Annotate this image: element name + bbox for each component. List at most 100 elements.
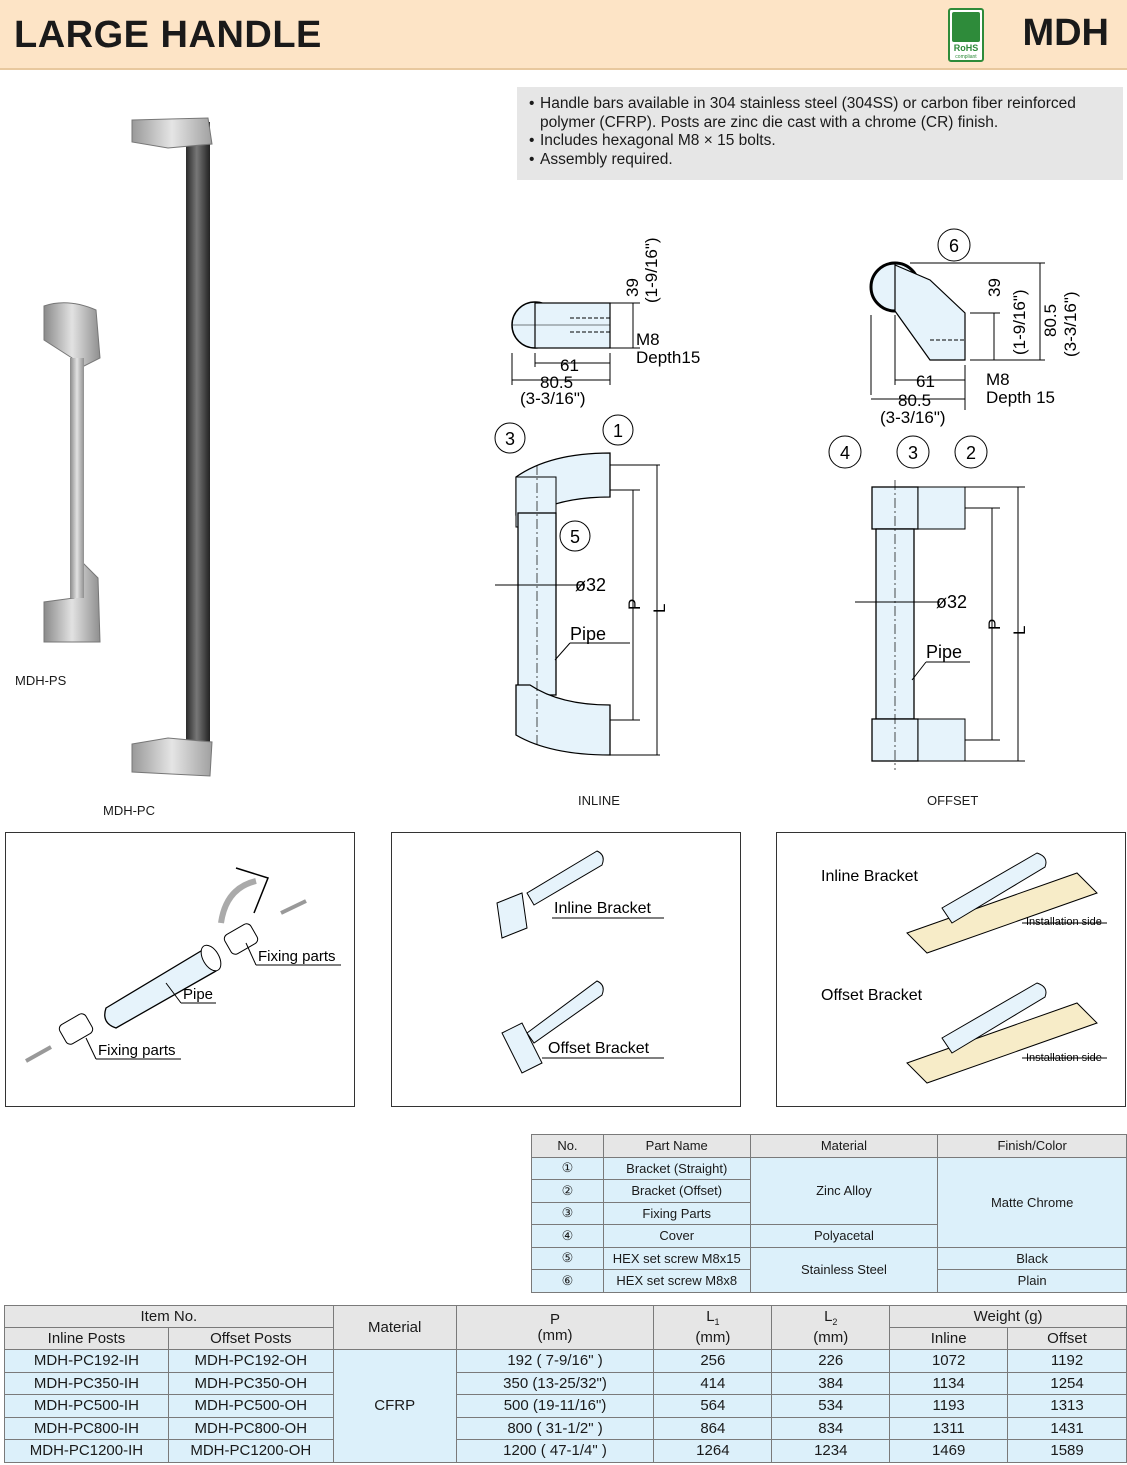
product-photo-mdh-pc <box>131 117 213 777</box>
svg-text:4: 4 <box>840 443 850 463</box>
feature-item: Assembly required. <box>529 151 1113 170</box>
callout-5: 5 <box>559 520 591 552</box>
dim-80-5: 80.5 <box>540 373 573 392</box>
dim-l1: L <box>650 604 669 613</box>
assembly-illustration: Fixing parts Pipe Fixing parts <box>25 867 341 1063</box>
inline-drawing: 61 80.5 (3-3/16") 39 (1-9/16") M8 Depth1… <box>494 237 700 756</box>
product-code: MDH <box>1022 12 1109 54</box>
dim-80-5: 80.5 <box>898 391 931 410</box>
offset-item-no: MDH-PC1200-OH <box>167 1439 334 1463</box>
dim-pipe: Pipe <box>570 624 606 644</box>
rohs-icon: RoHS compliant <box>948 8 984 62</box>
dim-39: 39 <box>623 278 642 297</box>
part-material: Zinc Alloy <box>749 1156 939 1225</box>
dim-pipe: Pipe <box>926 642 962 662</box>
offset-item-no: MDH-PC350-OH <box>167 1371 334 1395</box>
col-header-inline-posts: Inline Posts <box>4 1327 169 1350</box>
dim-39: 39 <box>985 278 1004 297</box>
col-header-weight-offset: Offset <box>1007 1327 1127 1350</box>
part-no: ④ <box>531 1224 604 1248</box>
l1-cell: 864 <box>653 1416 773 1440</box>
parts-table: No. Part Name Material Finish/Color ① Br… <box>531 1134 1127 1293</box>
svg-text:5: 5 <box>570 527 580 547</box>
svg-text:6: 6 <box>949 236 959 256</box>
dim-m8: M8 <box>636 330 660 349</box>
col-header-l1: L1(mm) <box>653 1305 773 1350</box>
l2-cell: 384 <box>771 1371 891 1395</box>
fixing-parts-label-top: Fixing parts <box>258 948 336 965</box>
p-cell: 500 (19-11/16") <box>455 1394 655 1418</box>
svg-text:3: 3 <box>505 429 515 449</box>
callout-3: 3 <box>896 435 930 469</box>
table-row: MDH-PC500-IH MDH-PC500-OH 500 (19-11/16"… <box>4 1394 1127 1418</box>
inline-item-no: MDH-PC500-IH <box>4 1394 169 1418</box>
offset-bracket-label: Offset Bracket <box>548 1040 650 1057</box>
inline-bracket-label: Inline Bracket <box>554 900 651 917</box>
callout-6: 6 <box>937 228 971 262</box>
inline-item-no: MDH-PC800-IH <box>4 1416 169 1440</box>
dim-80-5-in-v: (3-3/16") <box>1061 291 1080 357</box>
table-row: ② Bracket (Offset) <box>531 1179 1127 1203</box>
page-title: LARGE HANDLE <box>14 14 322 56</box>
col-header-weight-inline: Inline <box>889 1327 1009 1350</box>
inline-item-no: MDH-PC1200-IH <box>4 1439 169 1463</box>
photo-label-mdh-pc: MDH-PC <box>103 803 155 818</box>
part-no: ② <box>531 1179 604 1203</box>
part-finish: Plain <box>937 1269 1127 1293</box>
l2-cell: 834 <box>771 1416 891 1440</box>
rohs-sub-label: compliant <box>955 54 977 60</box>
offset-item-no: MDH-PC192-OH <box>167 1349 334 1373</box>
table-row: MDH-PC800-IH MDH-PC800-OH 800 ( 31-1/2" … <box>4 1416 1127 1440</box>
weight-inline-cell: 1072 <box>889 1349 1009 1373</box>
callout-2: 2 <box>954 435 988 469</box>
table-row: MDH-PC1200-IH MDH-PC1200-OH 1200 ( 47-1/… <box>4 1439 1127 1463</box>
part-name: Cover <box>602 1224 751 1248</box>
dim-80-5-in: (3-3/16") <box>520 389 586 408</box>
offset-drawing: 61 80.5 (3-3/16") 39 (1-9/16") 80.5 (3-3… <box>828 228 1080 770</box>
col-header-l2: L2(mm) <box>771 1305 891 1350</box>
part-material: Stainless Steel <box>749 1246 939 1293</box>
col-header-material: Material <box>749 1134 939 1158</box>
svg-text:2: 2 <box>966 443 976 463</box>
offset-item-no: MDH-PC500-OH <box>167 1394 334 1418</box>
table-row: ⑤ HEX set screw M8x15 Stainless Steel Bl… <box>531 1246 1127 1293</box>
spec-header-row: Item No. Material P(mm) L1(mm) L2(mm) We… <box>4 1305 1127 1350</box>
part-finish: Black <box>937 1246 1127 1270</box>
inline-bracket-label: Inline Bracket <box>821 868 918 885</box>
table-row: ④ Cover Polyacetal <box>531 1224 1127 1248</box>
l2-cell: 1234 <box>771 1439 891 1463</box>
feature-list: Handle bars available in 304 stainless s… <box>517 87 1123 180</box>
l2-cell: 534 <box>771 1394 891 1418</box>
material-cell: CFRP <box>332 1349 457 1463</box>
l1-cell: 564 <box>653 1394 773 1418</box>
weight-offset-cell: 1589 <box>1007 1439 1127 1463</box>
svg-text:1: 1 <box>613 421 623 441</box>
col-header-part-name: Part Name <box>602 1134 751 1158</box>
spec-table: Item No. Material P(mm) L1(mm) L2(mm) We… <box>4 1305 1127 1463</box>
brackets-illustration: Inline Bracket Offset Bracket <box>496 850 664 1074</box>
part-no: ③ <box>531 1201 604 1225</box>
dim-d32: ø32 <box>936 592 967 612</box>
p-cell: 192 ( 7-9/16" ) <box>455 1349 655 1373</box>
weight-inline-cell: 1311 <box>889 1416 1009 1440</box>
weight-offset-cell: 1431 <box>1007 1416 1127 1440</box>
parts-table-header: No. Part Name Material Finish/Color <box>531 1134 1127 1158</box>
weight-offset-cell: 1254 <box>1007 1371 1127 1395</box>
l1-cell: 414 <box>653 1371 773 1395</box>
installation-illustration: Inline Bracket Offset Bracket Installati… <box>821 852 1107 1084</box>
dim-39-in: (1-9/16") <box>642 237 661 303</box>
l2-cell: 226 <box>771 1349 891 1373</box>
fixing-parts-label-bottom: Fixing parts <box>98 1042 176 1059</box>
dim-p: P <box>625 599 644 610</box>
table-row: MDH-PC350-IH MDH-PC350-OH 350 (13-25/32"… <box>4 1371 1127 1395</box>
callout-3: 3 <box>494 422 526 454</box>
part-material: Polyacetal <box>749 1224 939 1248</box>
photo-label-mdh-ps: MDH-PS <box>15 673 67 688</box>
weight-offset-cell: 1192 <box>1007 1349 1127 1373</box>
offset-label: OFFSET <box>927 793 979 808</box>
part-no: ⑥ <box>531 1269 604 1293</box>
callout-4: 4 <box>828 435 862 469</box>
spec-subheader-row: Inline Posts Offset Posts Inline Offset <box>4 1327 1127 1350</box>
product-photo-mdh-ps <box>43 302 101 643</box>
part-name: Fixing Parts <box>602 1201 751 1225</box>
